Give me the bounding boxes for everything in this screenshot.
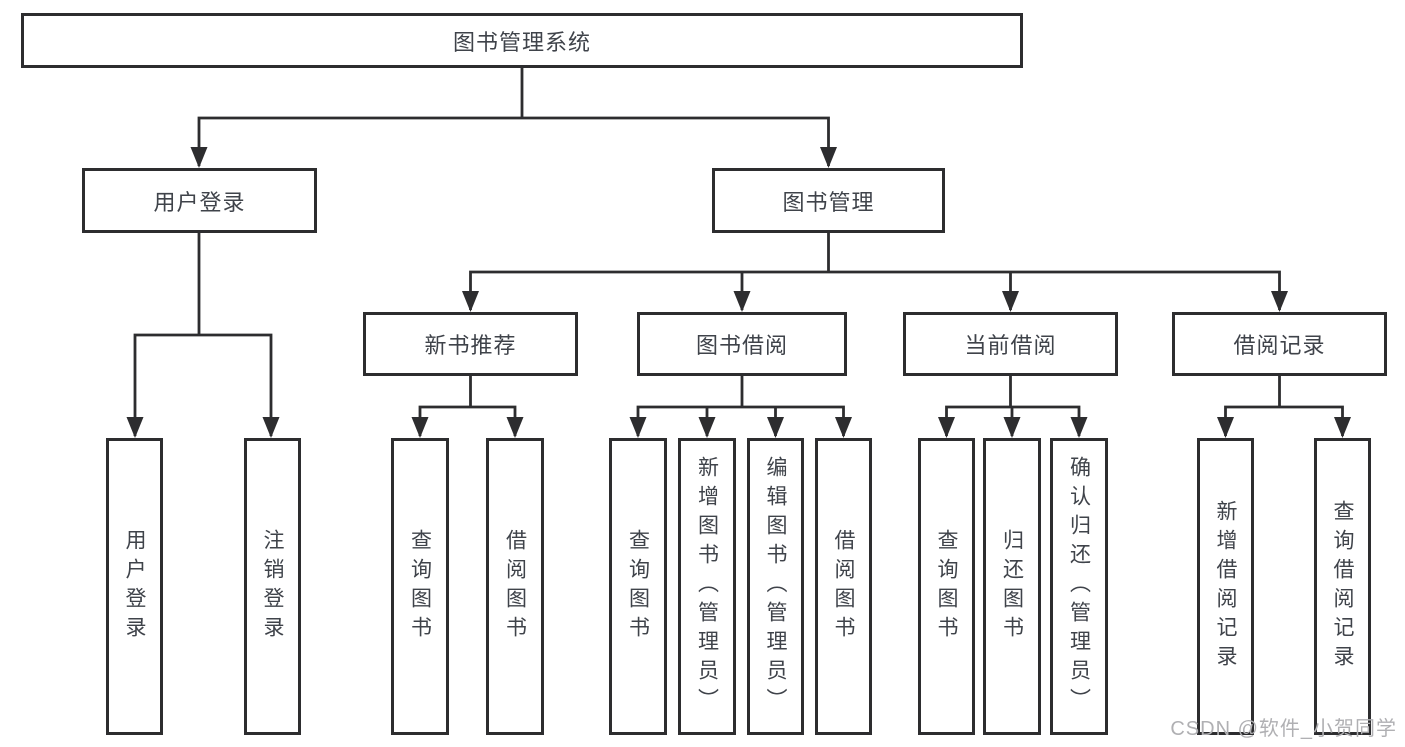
arrow-down-icon [698, 417, 716, 438]
node-user-login: 用户登录 [82, 168, 317, 233]
node-book-management: 图书管理 [712, 168, 945, 233]
node-new-book-recommend: 新书推荐 [363, 312, 578, 376]
node-book-borrow: 图书借阅 [637, 312, 847, 376]
node-leaf-logout: 注销登录 [244, 438, 301, 735]
arrow-down-icon [1003, 417, 1021, 438]
connector-borrow-split [629, 376, 852, 438]
node-leaf-query-books-2: 查询图书 [609, 438, 667, 735]
arrow-down-icon [733, 291, 751, 312]
arrow-down-icon [767, 417, 784, 438]
connector-root-split [190, 68, 837, 168]
arrow-down-icon [938, 417, 955, 438]
connector-records-split [1217, 376, 1351, 438]
arrow-down-icon [411, 417, 429, 438]
csdn-watermark: CSDN @软件_小贺同学 [1170, 718, 1397, 740]
node-current-borrow: 当前借阅 [903, 312, 1118, 376]
node-leaf-add-book-admin: 新增图书（管理员） [678, 438, 736, 735]
arrow-down-icon [820, 147, 837, 168]
node-leaf-confirm-return-admin: 确认归还（管理员） [1050, 438, 1108, 735]
node-leaf-query-books: 查询图书 [391, 438, 449, 735]
arrow-down-icon [1002, 291, 1019, 312]
arrow-down-icon [1271, 291, 1288, 312]
arrow-down-icon [1217, 417, 1234, 438]
arrow-down-icon [629, 417, 647, 438]
arrow-down-icon [190, 147, 208, 168]
connector-user-split [126, 233, 280, 438]
node-leaf-borrow-books: 借阅图书 [486, 438, 544, 735]
arrow-down-icon [1334, 417, 1351, 438]
arrow-down-icon [1070, 417, 1088, 438]
node-leaf-add-borrow-record: 新增借阅记录 [1197, 438, 1254, 735]
arrow-down-icon [126, 417, 144, 438]
node-leaf-user-login: 用户登录 [106, 438, 163, 735]
node-leaf-return-book: 归还图书 [983, 438, 1041, 735]
arrow-down-icon [462, 291, 479, 312]
node-root-system: 图书管理系统 [21, 13, 1023, 68]
node-leaf-edit-book-admin: 编辑图书（管理员） [747, 438, 804, 735]
connector-current-split [938, 376, 1088, 438]
node-leaf-query-borrow-record: 查询借阅记录 [1314, 438, 1371, 735]
connector-recommend-split [411, 376, 524, 438]
connector-manage-split [462, 233, 1288, 312]
node-leaf-borrow-books-2: 借阅图书 [815, 438, 872, 735]
arrow-down-icon [262, 417, 280, 438]
arrow-down-icon [835, 417, 852, 438]
node-leaf-query-books-3: 查询图书 [918, 438, 975, 735]
node-borrow-records: 借阅记录 [1172, 312, 1387, 376]
arrow-down-icon [506, 417, 524, 438]
